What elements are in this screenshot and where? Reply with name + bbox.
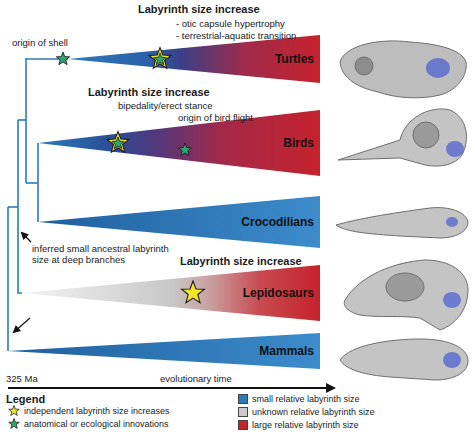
label-box: origin of shell: [12, 37, 68, 48]
crocodile-skull: [336, 208, 468, 238]
legend-text: unknown relative labyrinth size: [252, 407, 375, 418]
clade-wedge: Turtles: [68, 35, 320, 83]
label-box: Labyrinth size increase: [180, 255, 302, 268]
increase-star: [107, 132, 129, 153]
annotation-label: - otic capsule hypertrophy: [176, 18, 285, 29]
label-box: Labyrinth size increase: [138, 3, 260, 16]
heading-label: Legend: [6, 393, 45, 406]
label-box: evolutionary time: [160, 373, 232, 384]
skull-orbit: [355, 57, 373, 75]
root-branch: [7, 207, 9, 351]
annotation-label: origin of shell: [12, 37, 68, 48]
legend-swatch: [238, 394, 248, 404]
clade-name: Lepidosaurs: [243, 286, 314, 300]
clade-wedge: Lepidosaurs: [22, 265, 320, 321]
labyrinth-endocast: [446, 141, 464, 157]
clade-name: Mammals: [259, 344, 314, 358]
heading-label: Labyrinth size increase: [88, 86, 210, 99]
annotation-label: 325 Ma: [6, 373, 38, 384]
branch: [18, 120, 22, 293]
bird-skull: [338, 109, 466, 166]
heading-label: Labyrinth size increase: [138, 3, 260, 16]
annotation-label: inferred small ancestral labyrinth size …: [32, 243, 172, 265]
legend-swatch: [238, 407, 248, 417]
branch: [25, 58, 27, 183]
star-shape: [9, 406, 19, 416]
annotation-label: origin of bird flight: [178, 112, 253, 123]
label-box: bipedality/erect stance: [118, 100, 213, 111]
branch: [18, 119, 26, 121]
clade-name: Crocodilians: [241, 215, 314, 229]
label-box: inferred small ancestral labyrinth size …: [32, 243, 172, 265]
innovation-star: [178, 143, 191, 156]
legend-star: [8, 418, 20, 430]
label-box: Legend: [6, 393, 45, 406]
skull-orbit: [413, 122, 439, 148]
label-box: Labyrinth size increase: [88, 86, 210, 99]
star-shape: [9, 419, 19, 429]
legend-text: independent labyrinth size increases: [24, 406, 170, 417]
innovation-star: [56, 52, 69, 65]
annotation-label: evolutionary time: [160, 373, 232, 384]
legend-swatch: [238, 420, 248, 430]
clade-wedge: Crocodilians: [38, 196, 320, 248]
tree-branches: [8, 58, 68, 351]
legend-text: anatomical or ecological innovations: [24, 419, 169, 430]
branch: [37, 143, 39, 222]
legend-row: unknown relative labyrinth size: [238, 406, 375, 418]
wedge-fill: [8, 333, 320, 369]
time-axis: [8, 387, 334, 389]
label-box: origin of bird flight: [178, 112, 253, 123]
label-box: - terrestrial-aquatic transition: [176, 30, 296, 41]
increase-star: [182, 281, 205, 303]
turtle-skull: [340, 41, 466, 98]
pointer-arrow: [14, 318, 30, 332]
wedge-fill: [38, 196, 320, 248]
label-box: 325 Ma: [6, 373, 38, 384]
labyrinth-endocast: [443, 352, 461, 368]
annotation-label: bipedality/erect stance: [118, 100, 213, 111]
legend-star: [8, 405, 20, 417]
label-box: - otic capsule hypertrophy: [176, 18, 285, 29]
legend-row: independent labyrinth size increases: [8, 405, 170, 417]
branch: [26, 182, 38, 184]
annotation-label: - terrestrial-aquatic transition: [176, 30, 296, 41]
heading-label: Labyrinth size increase: [180, 255, 302, 268]
branch: [8, 206, 18, 208]
wedge-fill: [22, 265, 320, 321]
mammal-skull: [340, 339, 468, 380]
labyrinth-endocast: [446, 217, 458, 227]
clade-name: Turtles: [275, 52, 314, 66]
legend-text: small relative labyrinth size: [252, 394, 360, 405]
innovation-star: [112, 137, 124, 149]
innovation-star: [154, 53, 166, 65]
increase-star: [149, 48, 171, 69]
legend-row: large relative labyrinth size: [238, 419, 359, 431]
clade-name: Birds: [283, 136, 314, 150]
skull-illustrations: [336, 41, 468, 380]
lizard-skull: [344, 260, 468, 330]
skull-orbit: [386, 273, 424, 301]
clade-wedge: Mammals: [8, 333, 320, 369]
legend-row: anatomical or ecological innovations: [8, 418, 169, 430]
labyrinth-endocast: [426, 58, 450, 78]
pointer-arrow: [22, 233, 31, 242]
legend-row: small relative labyrinth size: [238, 393, 360, 405]
labyrinth-endocast: [443, 292, 461, 308]
wedge-fill: [38, 110, 320, 176]
legend-text: large relative labyrinth size: [252, 420, 359, 431]
wedge-fill: [68, 35, 320, 83]
